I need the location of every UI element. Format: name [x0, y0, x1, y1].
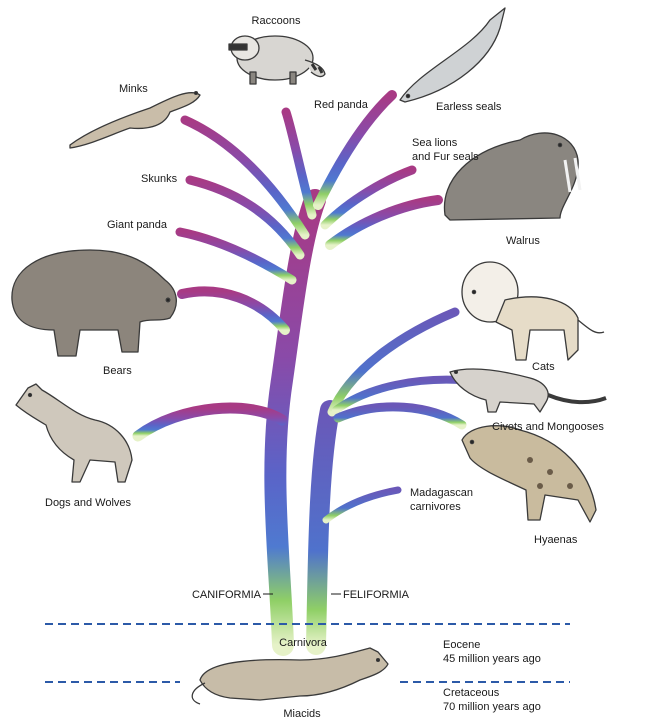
civet-illustration	[449, 368, 607, 413]
branch-bears	[177, 286, 290, 335]
label-skunks: Skunks	[141, 173, 178, 185]
feliform-trunk-main	[306, 400, 340, 655]
caniform-trunk	[132, 90, 443, 656]
branch-cats	[327, 307, 460, 417]
label-dogs: Dogs and Wolves	[45, 497, 132, 509]
walrus-illustration	[443, 132, 582, 221]
lion-illustration	[461, 261, 605, 361]
earless-seal-illustration	[399, 7, 506, 103]
mink-illustration	[69, 90, 201, 149]
branch-dogs	[132, 402, 288, 442]
label-caniformia: CANIFORMIA	[192, 589, 262, 601]
label-miacids: Miacids	[283, 708, 321, 720]
label-cats: Cats	[532, 361, 555, 373]
label-sea-lions-2: and Fur seals	[412, 151, 479, 163]
label-eocene-age: 45 million years ago	[443, 653, 541, 665]
label-eocene: Eocene	[443, 639, 480, 651]
branch-hyaenas	[333, 402, 467, 430]
branch-minks	[180, 115, 310, 240]
branch-earless-seals	[313, 90, 397, 210]
label-raccoons: Raccoons	[252, 15, 301, 27]
label-hyaenas: Hyaenas	[534, 534, 578, 546]
label-cretaceous-age: 70 million years ago	[443, 701, 541, 713]
miacid-illustration	[191, 647, 389, 705]
label-red-panda: Red panda	[314, 99, 369, 111]
label-earless-seals: Earless seals	[436, 101, 502, 113]
label-madagascan-1: Madagascan	[410, 487, 473, 499]
branch-giant-panda	[175, 227, 297, 285]
label-minks: Minks	[119, 83, 148, 95]
hyaena-illustration	[461, 425, 597, 523]
wolf-illustration	[15, 383, 133, 483]
label-walrus: Walrus	[506, 235, 540, 247]
branch-walrus	[325, 195, 443, 250]
branch-civets	[332, 375, 464, 414]
branch-madagascan	[322, 486, 402, 524]
branch-sea-lions	[320, 165, 417, 230]
feliform-trunk	[306, 307, 467, 655]
label-bears: Bears	[103, 365, 132, 377]
label-madagascan-2: carnivores	[410, 501, 461, 513]
bear-illustration	[11, 249, 177, 357]
label-civets: Civets and Mongooses	[492, 421, 604, 433]
branch-skunks	[185, 175, 305, 260]
label-giant-panda: Giant panda	[107, 219, 168, 231]
animal-illustrations	[11, 7, 607, 705]
label-cretaceous: Cretaceous	[443, 687, 500, 699]
label-sea-lions-1: Sea lions	[412, 137, 458, 149]
label-carnivora: Carnivora	[279, 637, 328, 649]
label-feliformia: FELIFORMIA	[343, 589, 410, 601]
raccoon-illustration	[228, 35, 326, 85]
branch-red-panda	[281, 107, 317, 220]
